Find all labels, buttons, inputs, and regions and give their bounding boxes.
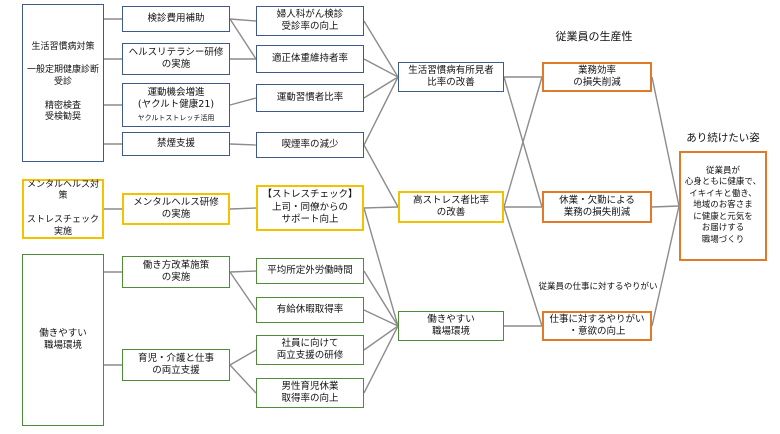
connector-line-15: [229, 349, 257, 366]
category-lifestyle-disease: 生活習慣病対策 一般定期健康診断 受診 精密検査 受検勧奨: [22, 4, 104, 162]
connector-line-19: [363, 76, 399, 99]
measure-exercise-opportunity-label: 運動機会増進 (ヤクルト健康21): [137, 87, 215, 111]
connector-line-35: [651, 205, 680, 208]
connector-line-7: [229, 18, 257, 22]
connector-line-16: [229, 364, 257, 394]
connector-line-17: [363, 20, 399, 78]
indicator-balance-support-training: 社員に向けて 両立支援の研修: [256, 335, 364, 365]
indicator-paid-leave-rate: 有給休暇取得率: [256, 297, 364, 323]
measure-exercise-opportunity: 運動機会増進 (ヤクルト健康21) ヤクルトストレッチ活用: [122, 83, 230, 127]
connector-line-26: [363, 207, 399, 327]
connector-line-30: [503, 76, 543, 208]
measure-mental-health-training: メンタルヘルス研修 の実施: [122, 193, 230, 225]
measure-work-style-reform: 働き方改革施策 の実施: [122, 256, 230, 288]
indicator-male-childcare-leave: 男性育児休業 取得率の向上: [256, 378, 364, 408]
category-workplace: 働きやすい 職場環境: [22, 254, 104, 426]
connector-line-32: [503, 206, 543, 327]
productivity-engagement: 仕事に対するやりがい ・意欲の向上: [542, 311, 652, 341]
outcome-comfortable-workplace: 働きやすい 職場環境: [398, 311, 504, 341]
connector-line-21: [363, 206, 399, 209]
connector-line-20: [363, 76, 399, 146]
connector-line-14: [229, 271, 257, 311]
productivity-work-efficiency-loss: 業務効率 の損失削減: [542, 62, 652, 92]
connector-line-8: [229, 18, 257, 60]
indicator-smoking-rate: 喫煙率の減少: [256, 132, 364, 158]
category-mental-health: メンタルヘルス対策 ストレスチェック 実施: [22, 179, 104, 239]
connector-line-10: [229, 97, 257, 106]
connector-line-11: [229, 143, 257, 146]
measure-exercise-opportunity-note: ヤクルトストレッチ活用: [137, 113, 215, 122]
connector-line-23: [363, 309, 399, 327]
connector-line-18: [363, 58, 399, 78]
indicator-overtime-hours: 平均所定外労働時間: [256, 258, 364, 284]
indicator-exercise-habit-ratio: 運動習慣者比率: [256, 84, 364, 112]
goal-ideal-state: 従業員が 心身ともに健康で、 イキイキと働き、 地域のお客さま に健康と元気を …: [679, 151, 767, 261]
connector-line-27: [363, 144, 399, 208]
measure-smoking-cessation: 禁煙支援: [122, 132, 230, 156]
measure-checkup-subsidy: 検診費用補助: [122, 6, 230, 32]
productivity-engagement-heading: 従業員の仕事に対するやりがい: [538, 282, 658, 292]
connector-line-24: [363, 325, 399, 351]
connector-line-12: [229, 207, 257, 210]
outcome-lifestyle-findings-ratio: 生活習慣病有所見者 比率の改善: [398, 62, 504, 92]
connector-line-25: [363, 325, 399, 394]
productivity-heading: 従業員の生産性: [555, 30, 633, 43]
measure-childcare-nursing-support: 育児・介護と仕事 の両立支援: [122, 349, 230, 381]
productivity-absence-loss: 休業・欠勤による 業務の損失削減: [542, 191, 652, 223]
connector-line-13: [229, 270, 257, 273]
connector-line-34: [651, 76, 680, 207]
indicator-healthy-weight-ratio: 適正体重維持者率: [256, 45, 364, 73]
measure-health-literacy-training: ヘルスリテラシー研修 の実施: [122, 43, 230, 75]
outcome-high-stress-ratio: 高ストレス者比率 の改善: [398, 191, 504, 223]
connector-line-36: [651, 205, 680, 327]
indicator-stress-check-support: 【ストレスチェック】 上司・同僚からの サポート向上: [256, 185, 364, 231]
connector-line-22: [363, 270, 399, 327]
indicator-gynecologic-screening: 婦人科がん検診 受診率の向上: [256, 6, 364, 36]
goal-heading: あり続けたい姿: [686, 132, 760, 144]
